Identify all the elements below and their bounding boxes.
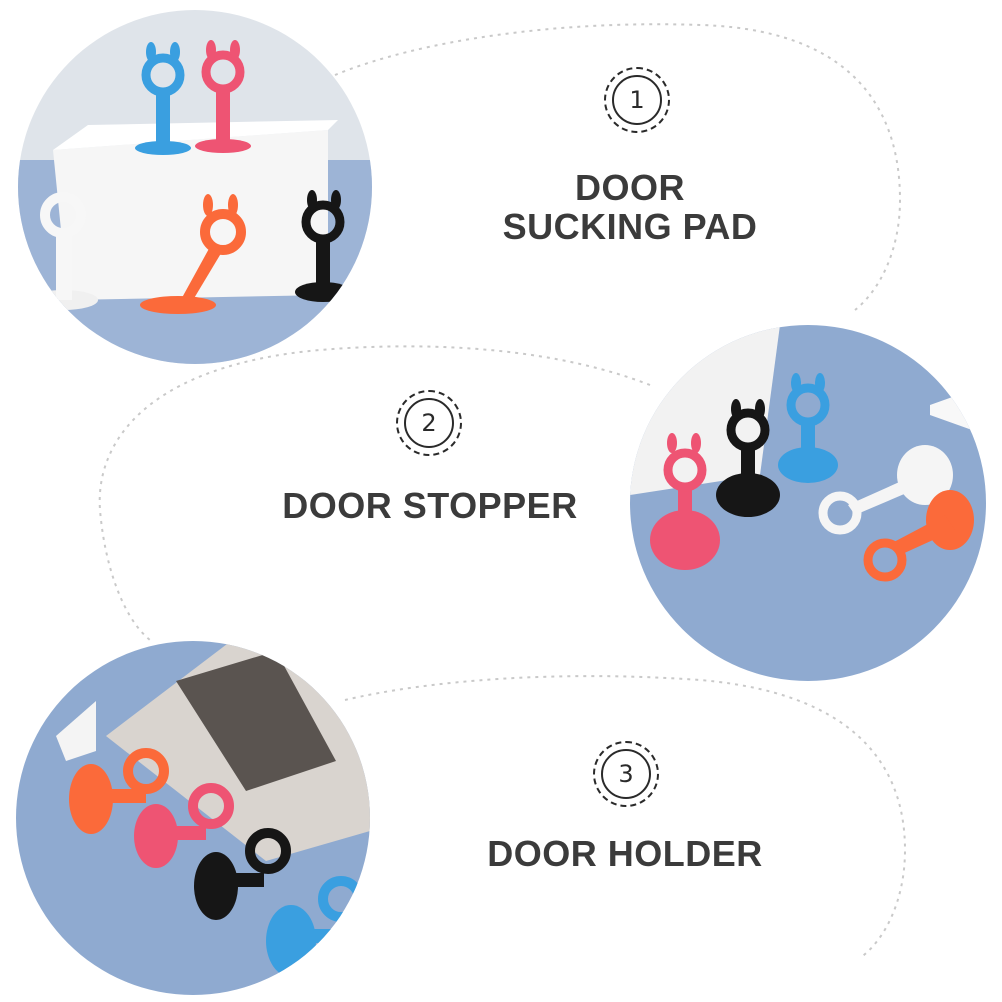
product-photo-door-holder: [16, 641, 370, 995]
step-number-2: 2: [404, 398, 454, 448]
feature-label-line-1: DOOR: [575, 167, 685, 208]
feature-label-door-holder: DOOR HOLDER: [465, 834, 785, 873]
step-number-3: 3: [601, 749, 651, 799]
step-number-1: 1: [612, 75, 662, 125]
step-badge-1: 1: [604, 67, 670, 133]
product-photo-sucking-pad: [18, 10, 372, 364]
step-badge-2: 2: [396, 390, 462, 456]
feature-label-door-stopper: DOOR STOPPER: [265, 486, 595, 525]
step-badge-3: 3: [593, 741, 659, 807]
feature-label-line-1: DOOR STOPPER: [282, 485, 578, 526]
product-photo-door-stopper: [630, 325, 986, 681]
feature-label-line-1: DOOR HOLDER: [487, 833, 763, 874]
feature-label-sucking-pad: DOOR SUCKING PAD: [470, 168, 790, 246]
feature-label-line-2: SUCKING PAD: [502, 206, 758, 247]
